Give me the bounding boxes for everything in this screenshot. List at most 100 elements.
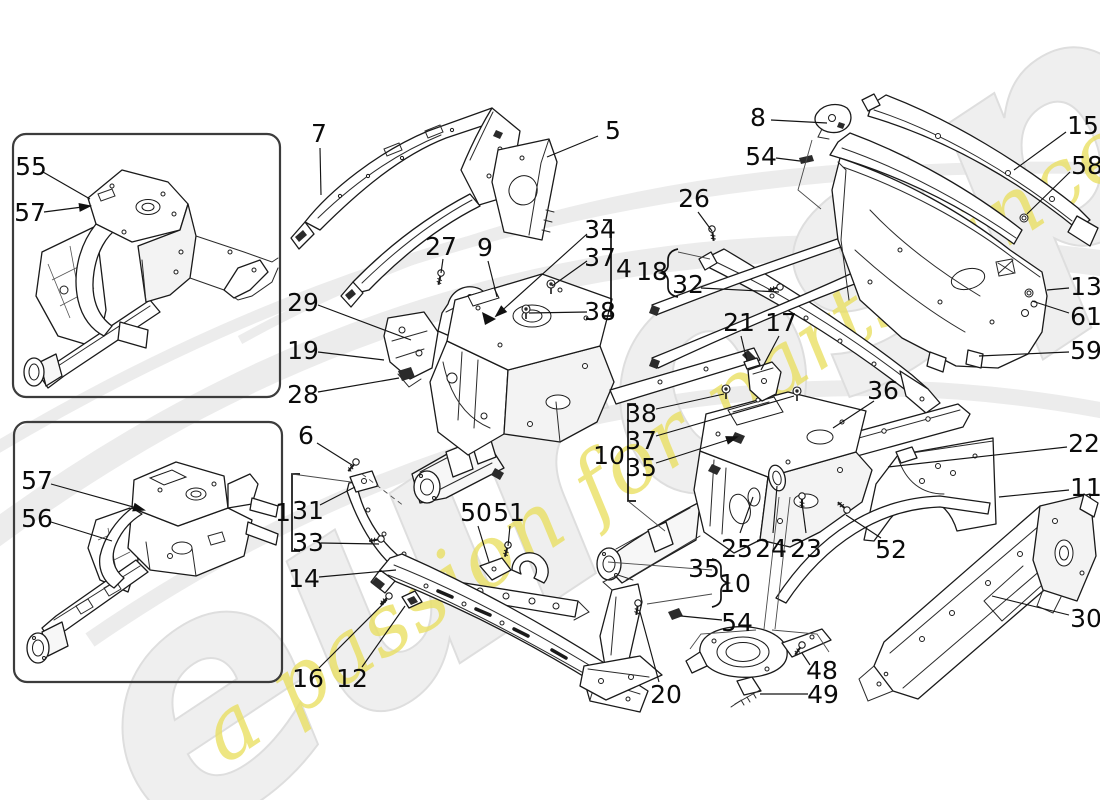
callout-37-12: 37 bbox=[551, 243, 616, 287]
leader-line-59 bbox=[978, 351, 1070, 357]
callout-number-57: 57 bbox=[14, 198, 46, 227]
part-bracket-17-21 bbox=[743, 357, 782, 402]
callout-51-32: 51 bbox=[493, 498, 525, 547]
leader-line-30 bbox=[991, 595, 1070, 616]
part-dash-panel-assembly bbox=[649, 93, 1099, 373]
callout-8-4: 8 bbox=[750, 103, 828, 132]
callout-61-23: 61 bbox=[1031, 300, 1100, 331]
callout-number-52: 52 bbox=[875, 535, 907, 564]
leader-line-37 bbox=[655, 395, 795, 437]
callout-number-14: 14 bbox=[288, 564, 320, 593]
callout-number-28: 28 bbox=[287, 380, 319, 409]
callout-number-9: 9 bbox=[477, 233, 493, 262]
leader-line-15 bbox=[1013, 131, 1067, 171]
leader-line-57 bbox=[50, 483, 145, 511]
leader-arrowhead-35 bbox=[725, 436, 739, 445]
callout-34-11: 34 bbox=[494, 215, 616, 318]
callout-number-10: 10 bbox=[593, 441, 625, 470]
callout-number-38: 38 bbox=[584, 297, 616, 326]
leader-line-54 bbox=[680, 615, 723, 621]
callout-number-7: 7 bbox=[311, 119, 327, 148]
leader-line-22 bbox=[887, 446, 1068, 468]
callout-number-23: 23 bbox=[790, 534, 822, 563]
callout-number-35: 35 bbox=[625, 453, 657, 482]
callout-30-47: 30 bbox=[991, 595, 1100, 633]
part-subframe-plate bbox=[685, 626, 832, 708]
callout-37-38: 37 bbox=[625, 395, 795, 455]
callout-number-6: 6 bbox=[298, 421, 314, 450]
callout-number-8: 8 bbox=[750, 103, 766, 132]
callout-number-22: 22 bbox=[1068, 429, 1100, 458]
inset-front-frame-right-view bbox=[26, 461, 279, 664]
callout-number-25: 25 bbox=[721, 534, 753, 563]
callout-4-14: 4 bbox=[616, 254, 632, 283]
leader-line-17 bbox=[760, 335, 780, 371]
callout-35-39: 35 bbox=[625, 436, 739, 482]
callout-31-28: 31 bbox=[292, 486, 356, 525]
callout-57-1: 57 bbox=[14, 198, 92, 227]
callout-number-27: 27 bbox=[425, 232, 457, 261]
callout-10-49: 10 bbox=[719, 569, 751, 598]
callout-29-17: 29 bbox=[287, 288, 412, 341]
leader-line-54 bbox=[775, 157, 801, 162]
leader-line-35 bbox=[655, 436, 738, 464]
leader-line-38 bbox=[528, 311, 588, 314]
leader-arrowhead-34 bbox=[494, 305, 508, 318]
leader-line-19 bbox=[317, 351, 385, 361]
callout-33-29: 33 bbox=[292, 528, 380, 557]
callout-56-36: 56 bbox=[21, 504, 113, 542]
callout-54-50: 54 bbox=[680, 608, 753, 637]
part-front-module-right bbox=[596, 391, 873, 584]
fasteners bbox=[344, 155, 853, 658]
callout-number-54: 54 bbox=[721, 608, 753, 637]
callout-22-45: 22 bbox=[887, 429, 1100, 468]
callout-number-17: 17 bbox=[765, 308, 797, 337]
callout-number-56: 56 bbox=[21, 504, 53, 533]
callout-number-54: 54 bbox=[745, 142, 777, 171]
leader-line-5 bbox=[546, 135, 599, 158]
leader-line-52 bbox=[845, 514, 882, 539]
leader-line-48 bbox=[801, 652, 811, 666]
leader-line-34 bbox=[495, 233, 588, 317]
leader-line-25 bbox=[739, 496, 754, 534]
callout-54-5: 54 bbox=[745, 142, 801, 171]
callout-52-44: 52 bbox=[845, 514, 907, 564]
leader-line-27 bbox=[440, 258, 444, 274]
callout-number-61: 61 bbox=[1070, 302, 1100, 331]
leader-line-14 bbox=[318, 569, 397, 578]
leader-line-23 bbox=[801, 502, 807, 534]
leader-line-50 bbox=[477, 525, 490, 563]
callout-number-31: 31 bbox=[292, 496, 324, 525]
callout-57-35: 57 bbox=[21, 466, 146, 512]
callout-20-51: 20 bbox=[639, 611, 682, 709]
callout-24-42: 24 bbox=[755, 485, 787, 563]
callout-number-4: 4 bbox=[616, 254, 632, 283]
leader-line-6 bbox=[316, 442, 353, 466]
inset-front-frame-left-view bbox=[23, 169, 279, 389]
part-side-panel bbox=[491, 138, 558, 241]
leader-line-21 bbox=[740, 335, 748, 362]
callout-10-40: 10 bbox=[593, 441, 625, 470]
callout-number-24: 24 bbox=[755, 534, 787, 563]
leader-line-8 bbox=[770, 119, 828, 124]
leader-line-12 bbox=[361, 605, 406, 668]
callout-number-16: 16 bbox=[292, 664, 324, 693]
callout-32-16: 32 bbox=[672, 270, 780, 299]
callout-number-29: 29 bbox=[287, 288, 319, 317]
leader-line-7 bbox=[319, 147, 322, 196]
leader-line-29 bbox=[317, 304, 412, 341]
leader-arrowhead-57 bbox=[132, 502, 146, 512]
callout-number-12: 12 bbox=[336, 664, 368, 693]
part-front-module-left bbox=[411, 273, 761, 504]
callout-number-57: 57 bbox=[21, 466, 53, 495]
callout-18-15: 18 bbox=[636, 257, 668, 286]
callout-number-19: 19 bbox=[287, 336, 319, 365]
callout-number-50: 50 bbox=[460, 498, 492, 527]
callout-19-18: 19 bbox=[287, 336, 385, 365]
inset-boxes bbox=[11, 132, 284, 684]
callout-21-20: 21 bbox=[723, 308, 755, 362]
grouping-marks bbox=[291, 139, 830, 653]
part-support-bracket-20 bbox=[579, 574, 663, 701]
